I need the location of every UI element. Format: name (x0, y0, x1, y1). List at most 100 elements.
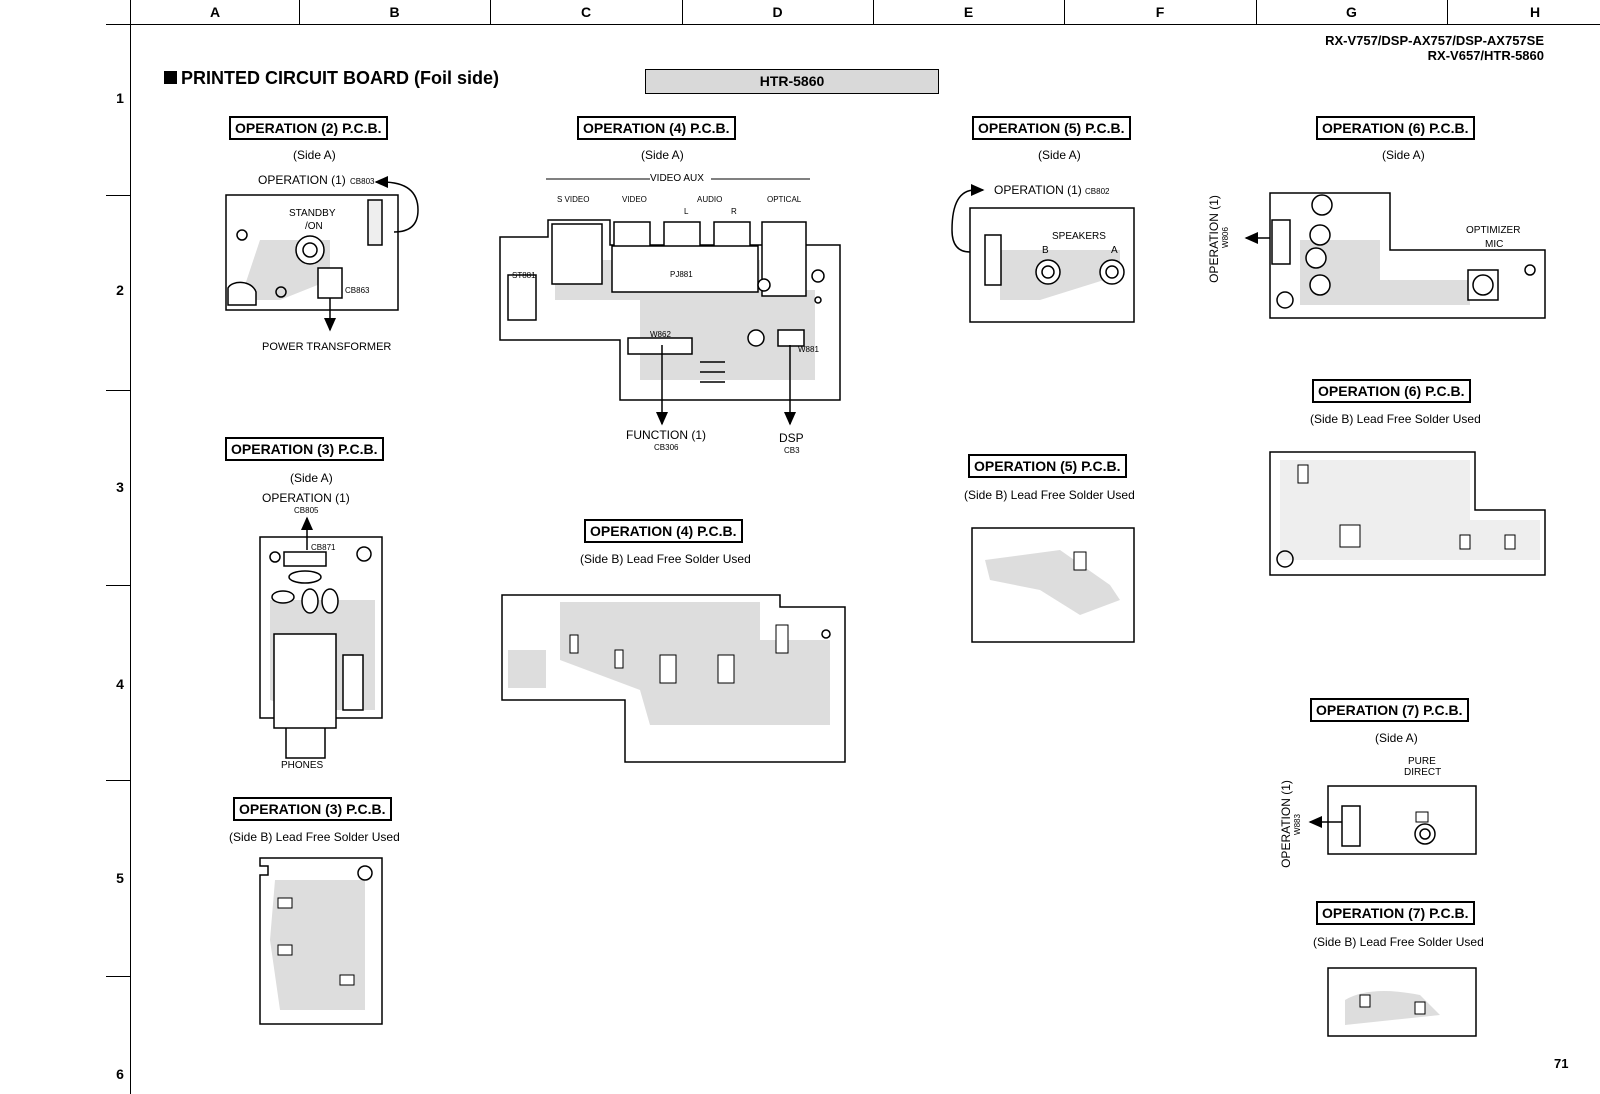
op4a-cb3: CB3 (784, 446, 800, 455)
row-label: 5 (116, 870, 124, 886)
op4a-title: OPERATION (4) P.C.B. (577, 116, 736, 140)
op7a-w883: W883 (1292, 814, 1302, 835)
op3a-title: OPERATION (3) P.C.B. (225, 437, 384, 461)
models-line: RX-V757/DSP-AX757/DSP-AX757SE (1325, 33, 1544, 48)
op3a-board-outline (259, 536, 383, 759)
op7a-board-outline (1327, 785, 1477, 855)
op6a-mic: MIC (1485, 239, 1504, 250)
op4a-l: L (684, 207, 689, 216)
row-divider (106, 195, 130, 196)
op4a-cb306: CB306 (654, 443, 679, 452)
op5a-speakers: SPEAKERS (1052, 231, 1106, 242)
op2a-standby: STANDBY (289, 208, 336, 219)
column-label: H (1529, 4, 1541, 20)
column-label: E (963, 4, 974, 20)
op7b-board-outline (1327, 967, 1477, 1037)
op5b-side: (Side B) Lead Free Solder Used (964, 488, 1135, 502)
op4a-side: (Side A) (641, 148, 684, 162)
col-divider (873, 0, 874, 24)
op5b-board-outline (971, 527, 1135, 643)
op4a-audio: AUDIO (697, 195, 723, 204)
page-number: 71 (1554, 1056, 1569, 1071)
row-label: 4 (116, 676, 124, 692)
column-label: D (772, 4, 783, 20)
op3a-cb871: CB871 (311, 543, 336, 552)
models-block: RX-V757/DSP-AX757/DSP-AX757SE RX-V657/HT… (1325, 33, 1544, 63)
op6b-board-outline (1269, 451, 1546, 576)
row-divider (106, 976, 130, 977)
op5a-b: B (1042, 245, 1049, 256)
op5a-cb802: CB802 (1085, 187, 1110, 196)
op4a-st881: ST881 (512, 271, 536, 280)
op2a-side: (Side A) (293, 148, 336, 162)
row-label: 3 (116, 479, 124, 495)
op2a-board-outline (225, 194, 399, 311)
col-divider (682, 0, 683, 24)
op2a-on: /ON (305, 221, 323, 232)
op7a-pure: PURE (1408, 756, 1436, 767)
column-label: F (1155, 4, 1165, 20)
op4a-optical: OPTICAL (767, 195, 802, 204)
models-line: RX-V657/HTR-5860 (1427, 48, 1544, 63)
row-label: 2 (116, 282, 124, 298)
op4b-side: (Side B) Lead Free Solder Used (580, 552, 751, 566)
op4a-dsp: DSP (779, 431, 804, 445)
op6a-board-outline (1269, 192, 1546, 319)
col-divider (299, 0, 300, 24)
op5a-side: (Side A) (1038, 148, 1081, 162)
row-label: 1 (116, 90, 124, 106)
op5a-to-op1: OPERATION (1) (994, 183, 1082, 197)
op3a-side: (Side A) (290, 471, 333, 485)
op4a-w862: W862 (650, 330, 671, 339)
op6a-optimizer: OPTIMIZER (1466, 225, 1521, 236)
op2a-title: OPERATION (2) P.C.B. (229, 116, 388, 140)
col-divider (490, 0, 491, 24)
op7a-direct: DIRECT (1404, 767, 1442, 778)
op5a-board-outline (969, 207, 1135, 323)
bullet-square-icon (164, 71, 177, 84)
op4a-function: FUNCTION (1) (626, 428, 706, 442)
op2a-power: POWER TRANSFORMER (262, 341, 392, 353)
model-tag: HTR-5860 (645, 69, 939, 94)
op4a-video: VIDEO (622, 195, 647, 204)
row-divider (106, 585, 130, 586)
page-title: PRINTED CIRCUIT BOARD (Foil side) (164, 68, 499, 89)
op6a-side: (Side A) (1382, 148, 1425, 162)
op3a-to-op1: OPERATION (1) (262, 491, 350, 505)
op4b-board-outline (501, 594, 846, 763)
op5b-title: OPERATION (5) P.C.B. (968, 454, 1127, 478)
op6a-to-op1: OPERATION (1) (1206, 195, 1221, 283)
op4a-pj881: PJ881 (670, 270, 693, 279)
op5a-title: OPERATION (5) P.C.B. (972, 116, 1131, 140)
op4a-w881: W881 (798, 345, 819, 354)
op5a-a: A (1111, 245, 1118, 256)
col-divider (1064, 0, 1065, 24)
op4b-title: OPERATION (4) P.C.B. (584, 519, 743, 543)
op2a-cb803: CB803 (350, 177, 375, 186)
op7b-side: (Side B) Lead Free Solder Used (1313, 935, 1484, 949)
row-header-rule (130, 0, 131, 1094)
row-divider (106, 390, 130, 391)
op6b-title: OPERATION (6) P.C.B. (1312, 379, 1471, 403)
op7a-to-op1: OPERATION (1) (1278, 780, 1293, 868)
row-divider (106, 780, 130, 781)
op4a-board-outline (499, 219, 841, 401)
op6b-side: (Side B) Lead Free Solder Used (1310, 412, 1481, 426)
op6a-w806: W806 (1220, 227, 1230, 248)
column-label: A (209, 4, 221, 20)
op3b-side: (Side B) Lead Free Solder Used (229, 830, 400, 844)
column-header-rule (106, 24, 1600, 25)
page-title-text: PRINTED CIRCUIT BOARD (Foil side) (181, 68, 499, 88)
op3b-title: OPERATION (3) P.C.B. (233, 797, 392, 821)
col-divider (1256, 0, 1257, 24)
op3b-board-outline (259, 857, 383, 1025)
op6a-title: OPERATION (6) P.C.B. (1316, 116, 1475, 140)
op4a-r: R (731, 207, 737, 216)
col-divider (1447, 0, 1448, 24)
op7a-side: (Side A) (1375, 731, 1418, 745)
op2a-to-op1: OPERATION (1) (258, 173, 346, 187)
op4a-video-aux: VIDEO AUX (650, 173, 704, 184)
column-label: B (389, 4, 400, 20)
op7a-title: OPERATION (7) P.C.B. (1310, 698, 1469, 722)
